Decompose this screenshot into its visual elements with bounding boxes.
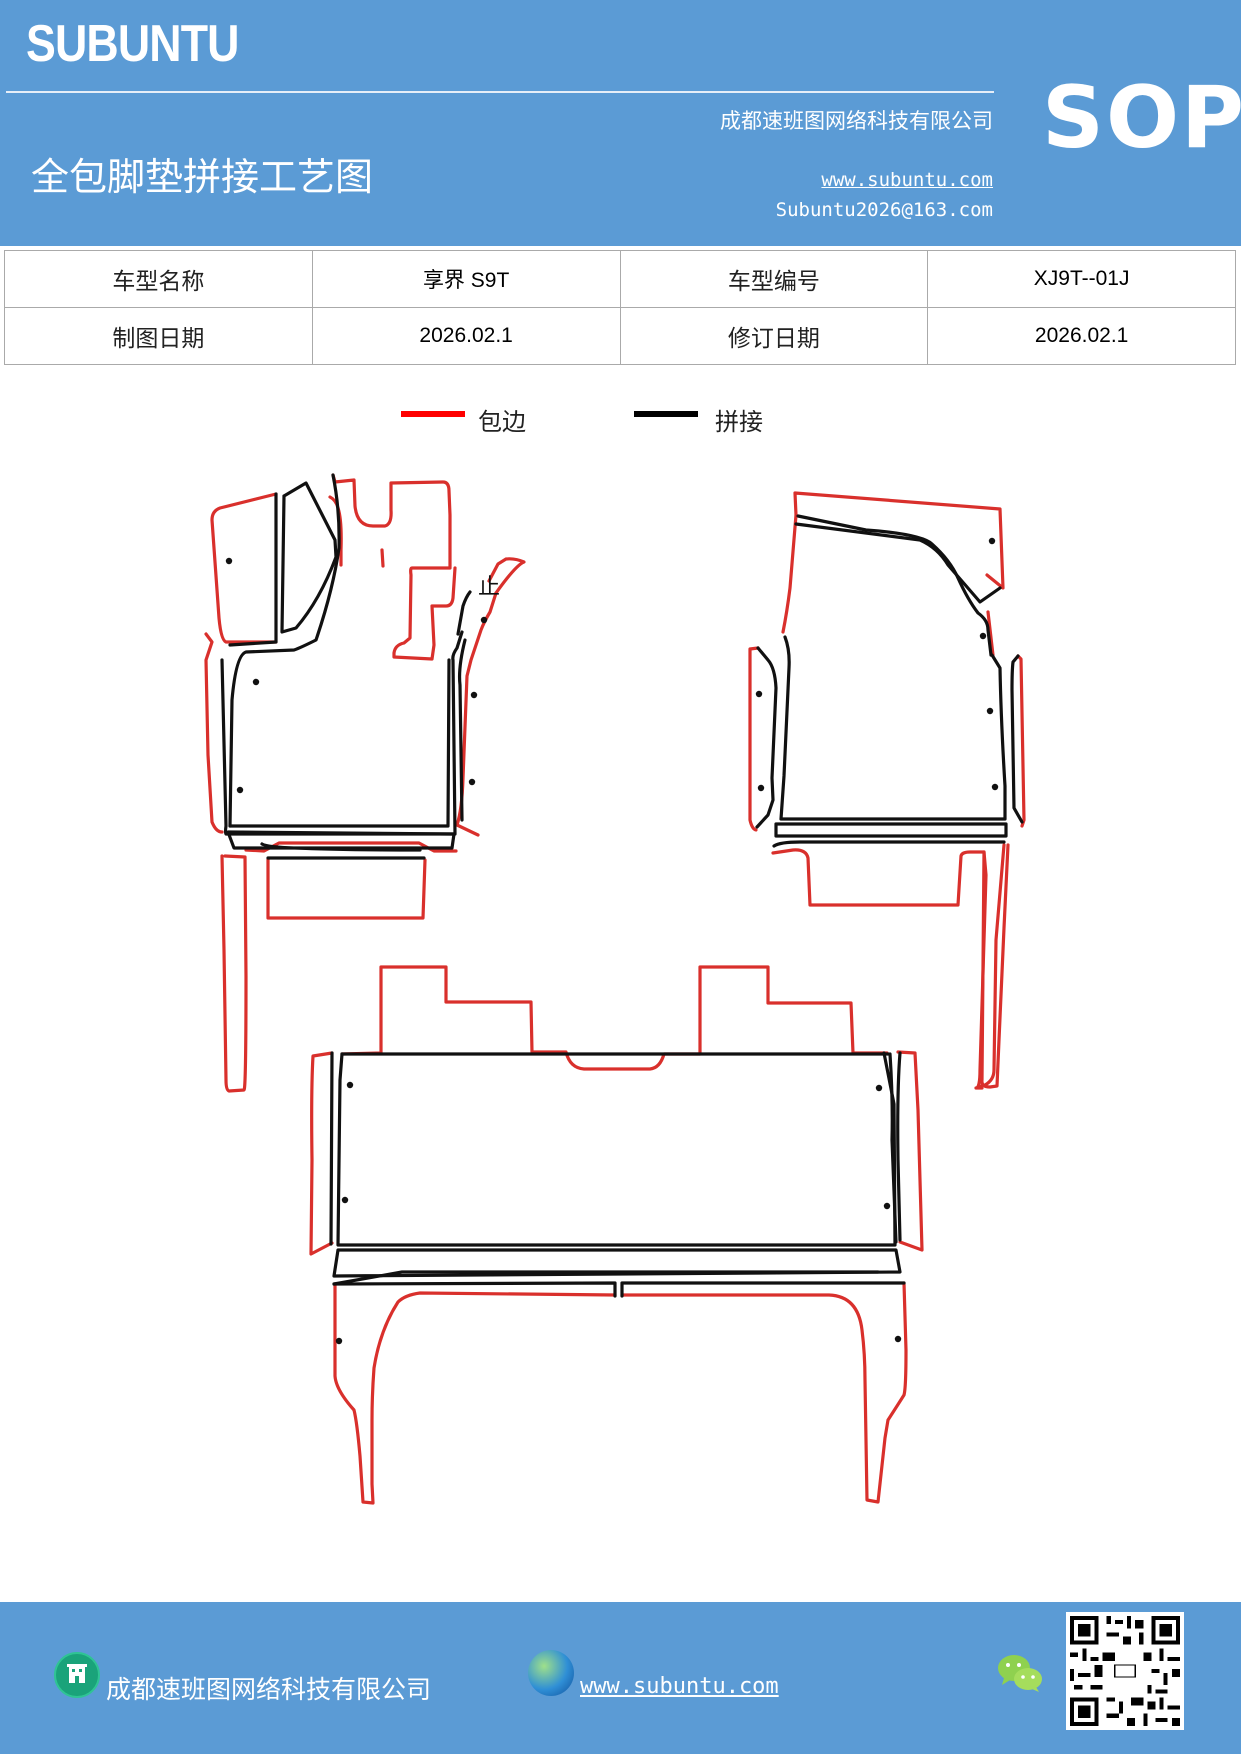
mat-seam xyxy=(755,646,778,829)
mat-edge xyxy=(986,610,995,657)
mat-seam xyxy=(332,1281,906,1298)
hole-marker-group xyxy=(335,1081,902,1345)
mat-seam xyxy=(888,1052,898,1244)
table-row: 车型名称 享界 S9T 车型编号 XJ9T--01J xyxy=(4,250,1236,308)
mat-seam xyxy=(329,1051,890,1246)
model-name-label: 车型名称 xyxy=(4,250,313,308)
mat-seam xyxy=(896,1051,902,1242)
mat-seam xyxy=(228,473,341,828)
mat-edge xyxy=(771,843,1006,1090)
legend-edge-swatch xyxy=(401,411,465,417)
front-right-mat xyxy=(748,491,1026,1090)
legend-edge-label: 包边 xyxy=(478,408,526,436)
mat-edge xyxy=(220,854,248,1093)
mat-seam xyxy=(228,658,451,828)
rear-mat xyxy=(309,965,924,1505)
wechat-icon[interactable] xyxy=(996,1652,1044,1696)
mat-seam xyxy=(336,1051,897,1247)
table-row: 制图日期 2026.02.1 修订日期 2026.02.1 xyxy=(4,307,1236,365)
mat-edge xyxy=(748,646,760,832)
mat-edge xyxy=(331,473,457,661)
drawing-date-value: 2026.02.1 xyxy=(311,307,621,365)
brand-logo: SUBUNTU xyxy=(26,15,239,73)
globe-icon xyxy=(528,1650,574,1696)
mat-seam xyxy=(280,481,338,634)
mat-seam xyxy=(774,822,1008,838)
legend-seam-swatch xyxy=(634,411,698,417)
mat-seam xyxy=(457,638,467,822)
stop-marker: 止 xyxy=(478,575,500,600)
mat-seam xyxy=(456,590,472,636)
legend-seam-label: 拼接 xyxy=(715,408,763,436)
model-code-value: XJ9T--01J xyxy=(927,250,1236,308)
mat-seam xyxy=(332,1248,902,1278)
mat-edge xyxy=(204,632,224,834)
legend: 包边 拼接 xyxy=(0,402,1241,442)
drawing-date-label: 制图日期 xyxy=(4,307,313,365)
mat-edge xyxy=(487,557,526,595)
building-icon xyxy=(54,1652,100,1698)
mat-edge xyxy=(340,965,889,1071)
document-title: 全包脚垫拼接工艺图 xyxy=(31,155,374,199)
mat-seam xyxy=(794,522,1002,604)
mat-edge xyxy=(1016,654,1026,828)
company-name: 成都速班图网络科技有限公司 xyxy=(720,109,993,133)
mat-edge xyxy=(793,491,1005,590)
mat-seam xyxy=(332,1270,880,1286)
mat-edge xyxy=(333,1282,617,1505)
front-left-mat: 止 xyxy=(204,473,526,1093)
mat-edge xyxy=(781,513,798,634)
info-table: 车型名称 享界 S9T 车型编号 XJ9T--01J 制图日期 2026.02.… xyxy=(4,250,1236,365)
mat-edge xyxy=(244,841,458,853)
mat-edge xyxy=(980,843,1010,1089)
revision-date-label: 修订日期 xyxy=(619,307,929,365)
website-link[interactable]: www.subuntu.com xyxy=(821,169,993,191)
qr-code xyxy=(1066,1612,1184,1730)
mat-seam xyxy=(220,630,464,836)
mat-seam xyxy=(1010,654,1024,824)
email-address: Subuntu2026@163.com xyxy=(775,199,993,221)
mat-edge xyxy=(210,492,278,644)
header-banner: SUBUNTU 成都速班图网络科技有限公司 全包脚垫拼接工艺图 www.subu… xyxy=(0,0,1241,246)
footer-company-name: 成都速班图网络科技有限公司 xyxy=(106,1675,432,1704)
model-code-label: 车型编号 xyxy=(619,250,929,308)
hole-marker-group xyxy=(755,537,999,792)
sop-label: SOP xyxy=(1042,68,1241,168)
model-name-value: 享界 S9T xyxy=(311,250,621,308)
hole-marker-group xyxy=(225,557,488,794)
mat-edge xyxy=(896,1050,924,1252)
mat-edge xyxy=(620,1281,908,1504)
mat-seam xyxy=(228,492,278,647)
mat-seam xyxy=(226,830,456,850)
mat-edge xyxy=(266,857,427,920)
mat-seam xyxy=(772,840,1006,848)
mat-edge xyxy=(309,1051,334,1256)
mat-seam xyxy=(779,635,1007,821)
footer-website-link[interactable]: www.subuntu.com xyxy=(580,1674,779,1699)
footer-banner: 成都速班图网络科技有限公司 www.subuntu.com xyxy=(0,1602,1241,1754)
mat-seam xyxy=(260,842,422,852)
revision-date-value: 2026.02.1 xyxy=(927,307,1236,365)
header-divider xyxy=(6,91,994,93)
